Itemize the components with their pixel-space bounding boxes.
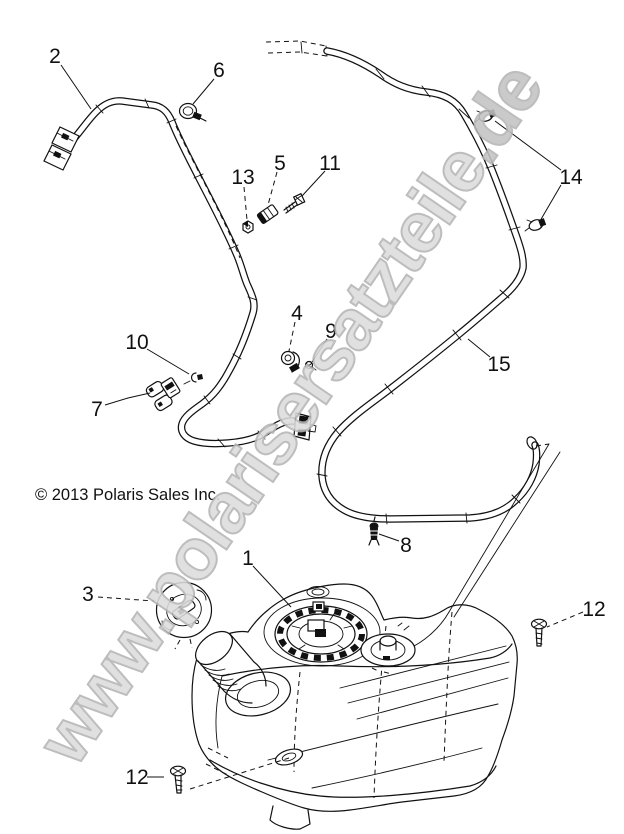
fuel-level-sender <box>360 622 416 675</box>
clip-10 <box>183 372 203 385</box>
callout-13: 13 <box>231 166 255 221</box>
callout-label: 14 <box>559 166 583 189</box>
callout-label: 8 <box>400 534 412 557</box>
callout-1: 1 <box>242 547 292 608</box>
callout-label: 1 <box>242 547 254 570</box>
callout-label: 4 <box>291 302 303 325</box>
callout-9: 9 <box>311 320 337 363</box>
clip-8 <box>368 516 380 546</box>
callout-label: 9 <box>325 320 337 343</box>
callout-8: 8 <box>378 533 412 557</box>
callout-label: 5 <box>274 152 286 175</box>
vent-hose-connector <box>43 126 80 171</box>
callout-5: 5 <box>267 152 286 206</box>
callout-15: 15 <box>467 338 511 376</box>
callout-label: 2 <box>49 45 61 68</box>
screw-11 <box>283 192 306 214</box>
clamp-4 <box>280 350 300 373</box>
screw-12-left <box>169 765 187 794</box>
callout-2: 2 <box>49 45 92 110</box>
callout-10: 10 <box>125 331 190 375</box>
callout-label: 7 <box>91 398 103 421</box>
callout-4: 4 <box>288 302 303 352</box>
callout-label: 13 <box>231 166 254 189</box>
hose-end-fitting <box>293 412 317 441</box>
callout-12-left: 12 <box>125 757 290 790</box>
clamp-14-lower <box>524 218 547 232</box>
fuel-hose-line <box>265 40 541 525</box>
fuel-tank-body <box>191 583 518 830</box>
fuel-pump-flange <box>274 601 368 663</box>
callout-6: 6 <box>192 59 225 105</box>
callout-label: 10 <box>125 331 148 354</box>
callout-3: 3 <box>82 583 155 606</box>
fitting-5 <box>256 204 279 225</box>
callout-label: 15 <box>487 353 510 376</box>
callout-label: 3 <box>82 583 94 606</box>
callout-14: 14 <box>494 120 583 222</box>
callout-12-right: 12 <box>546 598 606 628</box>
drain-plug <box>274 748 304 766</box>
clamp-bracket-7 <box>145 377 181 412</box>
callout-label: 12 <box>125 766 148 789</box>
screw-12-right <box>530 618 548 647</box>
vent-hose-line <box>68 97 317 448</box>
filler-neck <box>195 630 292 717</box>
fuel-cap <box>155 581 213 650</box>
callout-label: 12 <box>582 598 605 621</box>
callout-11: 11 <box>301 152 341 197</box>
callout-label: 6 <box>213 59 225 82</box>
screw-9 <box>304 360 317 371</box>
callout-label: 11 <box>319 152 341 175</box>
hose-clamp-6 <box>178 102 207 122</box>
callout-7: 7 <box>91 392 151 421</box>
clamp-14-upper <box>474 109 497 123</box>
nut-13 <box>242 220 254 234</box>
copyright-text: © 2013 Polaris Sales Inc. <box>35 486 221 504</box>
